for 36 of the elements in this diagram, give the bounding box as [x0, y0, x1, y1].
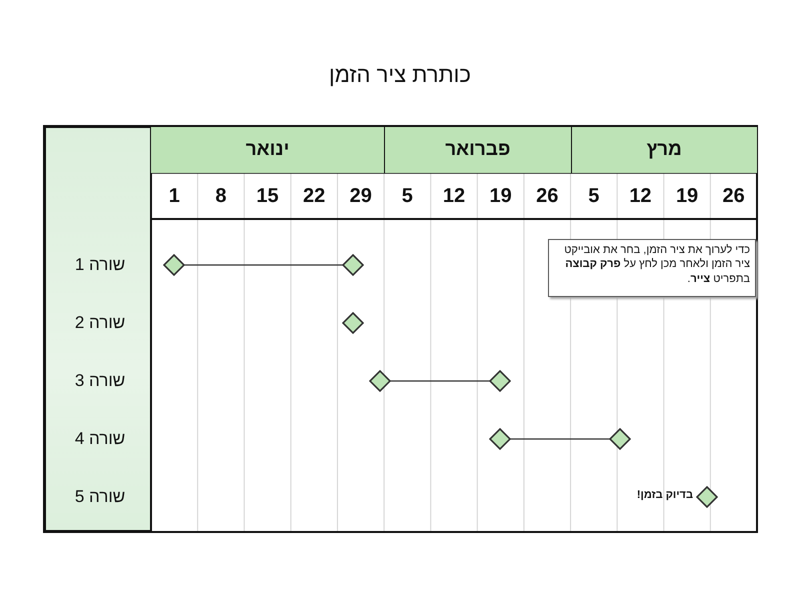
milestone-diamond	[163, 254, 185, 276]
row-label: שורה 1	[74, 254, 126, 276]
row-label: שורה 4	[74, 428, 126, 450]
milestone-diamond	[489, 428, 511, 450]
note-text: כדי לערוך את ציר הזמן, בחר את אובייקט ציר הזמן ולאחר מכן לחץ על פרק קבוצה בתפריט צייר.	[563, 243, 750, 286]
chart-title: כותרת ציר הזמן	[328, 62, 472, 88]
day-label: 5	[587, 184, 600, 208]
month-header: מרץ	[570, 127, 757, 173]
milestone-diamond	[609, 428, 631, 450]
timeline-bar	[390, 380, 490, 382]
milestone-diamond	[369, 370, 391, 392]
day-label: 26	[535, 184, 560, 208]
day-label: 12	[628, 184, 653, 208]
day-label: 15	[255, 184, 280, 208]
day-label: 22	[302, 184, 326, 208]
month-header: ינואר	[151, 127, 384, 173]
row-label: שורה 2	[74, 312, 126, 334]
milestone-diamond	[342, 312, 364, 334]
day-label: 19	[674, 184, 700, 208]
milestone-diamond	[342, 254, 364, 276]
milestone-caption: בדיוק בזמן!	[636, 489, 693, 501]
timeline-bar	[184, 264, 343, 266]
note-box	[548, 239, 756, 297]
day-label: 26	[722, 184, 746, 208]
month-header: פברואר	[384, 127, 571, 173]
row-label: שורה 3	[74, 370, 126, 392]
milestone-diamond	[696, 486, 718, 508]
day-label: 19	[488, 184, 513, 208]
day-label: 29	[348, 184, 373, 208]
day-label: 8	[214, 184, 228, 208]
row-label: שורה 5	[74, 486, 126, 508]
day-label: 5	[400, 184, 414, 208]
milestone-diamond	[489, 370, 511, 392]
timeline-bar	[510, 438, 610, 440]
day-label: 1	[168, 184, 181, 208]
day-label: 12	[442, 184, 466, 208]
